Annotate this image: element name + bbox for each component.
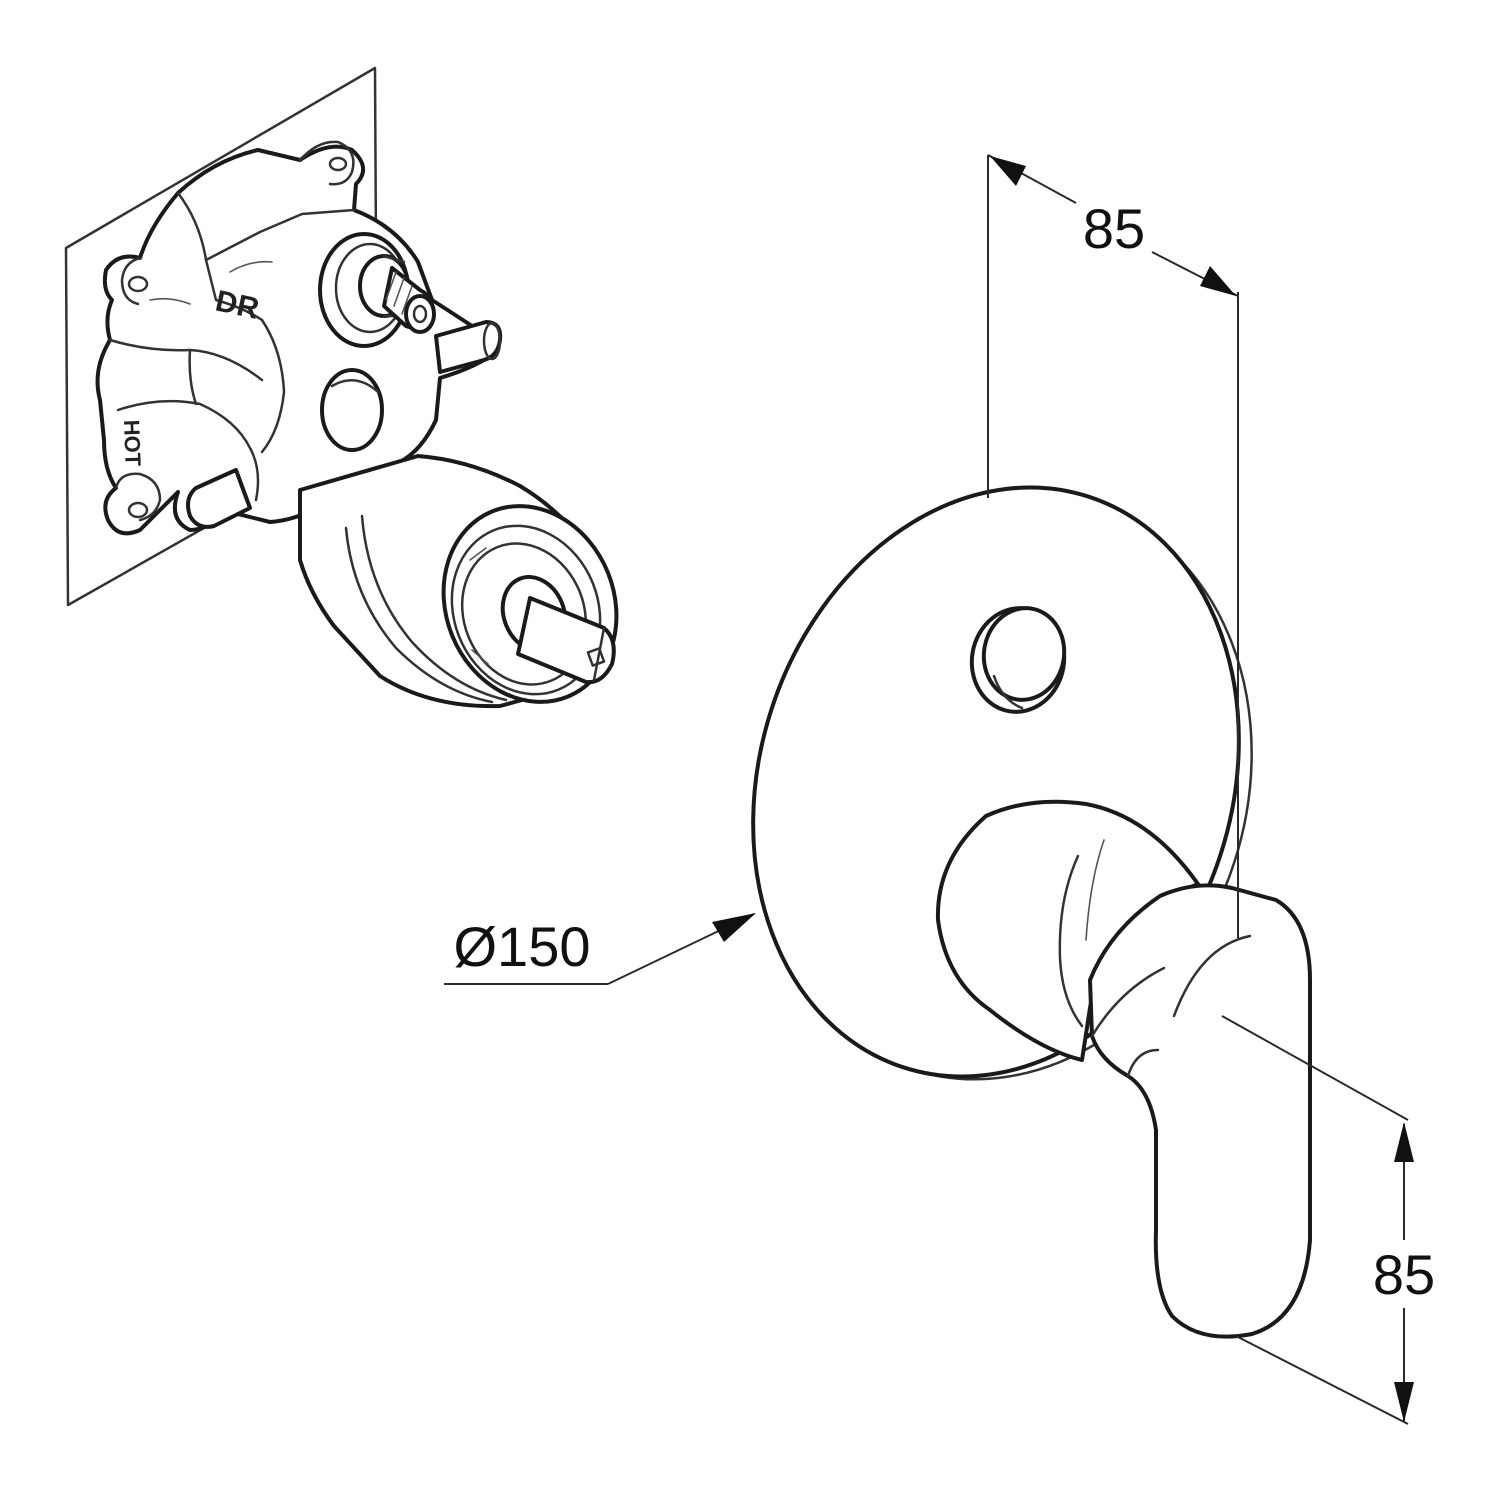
mounting-ear-left — [120, 256, 142, 306]
dimension-diameter — [444, 913, 756, 985]
height-dimension-label: 85 — [1373, 1243, 1435, 1306]
concealed-valve-body: DR HOT — [64, 66, 619, 709]
diameter-dimension-label: Ø150 — [454, 915, 591, 978]
mounting-ear-bottom — [114, 472, 162, 522]
mounting-screw-bottom — [127, 501, 149, 519]
mounting-screw-left — [127, 275, 149, 293]
inlet-stub-left — [186, 468, 252, 529]
dimension-height — [1221, 1015, 1414, 1425]
mounting-screw-top — [328, 156, 348, 172]
diverter-button — [969, 606, 1067, 714]
threaded-outlet — [318, 232, 436, 348]
cartridge — [298, 454, 619, 709]
mounting-ear-top — [298, 140, 355, 186]
inlet-stamp: HOT — [119, 419, 146, 467]
lever-handle — [1088, 883, 1312, 1339]
dimension-depth — [987, 154, 1239, 938]
depth-dimension-label: 85 — [1083, 197, 1145, 260]
valve-boss — [320, 368, 384, 452]
escutcheon-trim — [751, 485, 1312, 1339]
